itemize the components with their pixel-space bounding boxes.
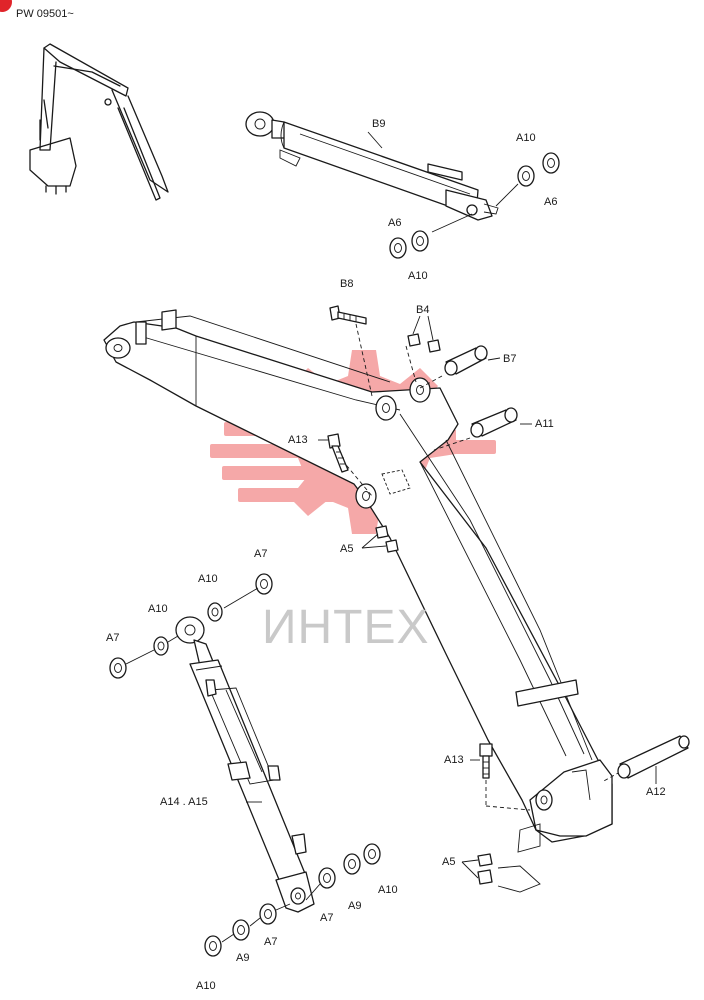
callout-a6-left: A6: [388, 217, 402, 229]
nut-a5-upper-1: [375, 525, 389, 539]
boom-arm: [103, 309, 613, 893]
corner-badge: [0, 0, 12, 12]
watermark-brand-text: ИНТЕХ: [262, 601, 430, 654]
callout-a11: A11: [535, 418, 554, 430]
washer-a6-top: [542, 152, 560, 174]
washer-a7-upper-right: [255, 573, 273, 595]
callout-a13-lower: A13: [444, 754, 464, 766]
boom-cylinder-b9: [245, 111, 519, 233]
callout-b8: B8: [340, 278, 354, 290]
callout-a7-upper-right: A7: [254, 548, 268, 560]
serial-range-label: PW 09501~: [16, 8, 74, 20]
washer-a7-upper-left: [109, 657, 127, 679]
callout-a5-lower: A5: [442, 856, 456, 868]
washer-a10-lower-left: [204, 935, 222, 957]
callout-a14-a15: A14 . A15: [160, 796, 208, 808]
bolt-b8: [329, 305, 367, 325]
washer-a9-lower-left: [232, 919, 250, 941]
callout-b9: B9: [372, 118, 386, 130]
washer-a7-lower-left: [259, 903, 277, 925]
callout-a10-lower-left: A10: [196, 980, 216, 992]
callout-a13-upper: A13: [288, 434, 308, 446]
callout-a7-lower-left: A7: [264, 936, 278, 948]
washer-a9-lower-right: [343, 853, 361, 875]
callout-a12: A12: [646, 786, 666, 798]
nut-b4-right: [427, 339, 441, 353]
arm-cylinder-a14-a15: [175, 616, 315, 913]
washer-a10-lower-right: [363, 843, 381, 865]
nut-a5-lower-1: [477, 853, 493, 867]
callout-b4: B4: [416, 304, 430, 316]
washer-a10-bottom: [411, 230, 429, 252]
callout-a6-right: A6: [544, 196, 558, 208]
callout-a10-lower-right: A10: [378, 884, 398, 896]
callout-a7-lower-right: A7: [320, 912, 334, 924]
callout-a10-upper-right: A10: [198, 573, 218, 585]
pin-a11: [470, 407, 532, 438]
callout-a10-upper-left: A10: [148, 603, 168, 615]
nut-a5-upper-2: [385, 539, 399, 553]
callout-a10-top: A10: [516, 132, 536, 144]
bolt-a13-lower: [470, 743, 493, 779]
callout-a9-lower-left: A9: [236, 952, 250, 964]
bolt-a13-upper: [318, 433, 349, 473]
callout-a10-mid: A10: [408, 270, 428, 282]
washer-a10-upper-right: [207, 602, 223, 622]
nut-a5-lower-2: [477, 869, 493, 885]
washer-a10-upper-left: [153, 636, 169, 656]
callout-a5-upper: A5: [340, 543, 354, 555]
excavator-thumbnail-icon: [29, 43, 169, 201]
pin-a12: [617, 735, 690, 784]
nut-b4-left: [407, 333, 421, 347]
washer-a7-lower-right: [318, 867, 336, 889]
callout-a9-lower-right: A9: [348, 900, 362, 912]
pin-b7: [444, 345, 501, 376]
washer-a6-bottom: [389, 237, 407, 259]
callout-a7-upper-left: A7: [106, 632, 120, 644]
washer-a10-top: [517, 165, 535, 187]
callout-b7: B7: [503, 353, 517, 365]
